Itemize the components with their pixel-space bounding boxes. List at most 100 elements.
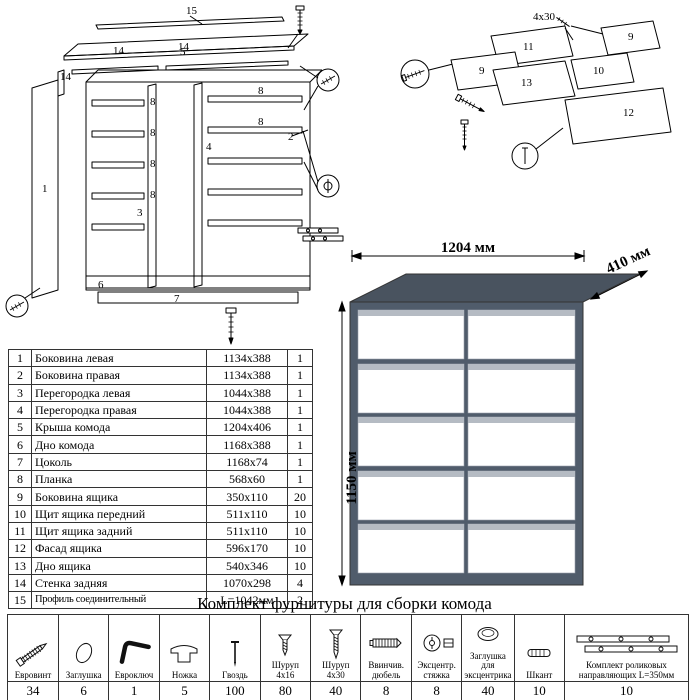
drawer-slide-icon xyxy=(297,227,344,242)
part-label-3: 3 xyxy=(137,207,143,219)
drawer-side-panel-shape xyxy=(600,20,661,56)
hw-name: Евровинт xyxy=(14,669,52,680)
part-label-8: 8 xyxy=(150,189,156,201)
hw-name: Шкант xyxy=(526,669,553,680)
part-qty: 1 xyxy=(287,348,313,368)
part-label-8: 8 xyxy=(150,96,156,108)
hw-qty: 6 xyxy=(57,681,110,700)
part-label-1: 1 xyxy=(42,183,48,195)
part-number: 2 xyxy=(8,366,32,385)
part-label-9: 9 xyxy=(479,65,485,77)
part-label-14: 14 xyxy=(60,71,72,83)
part-qty: 10 xyxy=(287,504,313,523)
cabinet-structure xyxy=(5,5,344,345)
part-size: 596x170 xyxy=(206,539,288,558)
part-qty: 1 xyxy=(287,400,313,420)
part-qty: 1 xyxy=(287,452,313,472)
connector-profile-shape xyxy=(95,16,285,30)
hw-name: Эксцентр. стяжка xyxy=(417,660,456,680)
part-size: 1204x406 xyxy=(206,418,288,437)
screw-callout-circle xyxy=(400,59,454,89)
hw-cell-slides: Комплект роликовых направляющих L=350мм xyxy=(564,613,689,683)
hw-name: Евроключ xyxy=(114,669,154,680)
part-label-15: 15 xyxy=(186,5,198,17)
hw-name: Шуруп 4x30 xyxy=(322,660,350,680)
part-size: 1070x298 xyxy=(206,573,288,593)
hw-cell-shurup-4x16: Шуруп 4x16 xyxy=(259,613,312,683)
part-size: L=1042мм xyxy=(206,591,288,610)
part-name: Щит ящика передний xyxy=(31,504,207,523)
part-name: Перегородка правая xyxy=(31,400,207,420)
part-qty: 10 xyxy=(287,556,313,575)
hw-qty: 100 xyxy=(209,681,261,700)
hw-cell-cam-cap: Заглушка для эксцентрика xyxy=(461,613,515,683)
nail-callout-circle xyxy=(511,127,564,170)
carcass-shape xyxy=(85,81,311,291)
part-qty: 1 xyxy=(287,383,313,402)
screw-4x16-icon xyxy=(262,625,309,661)
hw-qty: 5 xyxy=(158,681,211,700)
screw-icon xyxy=(460,119,469,151)
hw-name: Заглушка для эксцентрика xyxy=(464,651,512,680)
part-label-14: 14 xyxy=(113,45,125,57)
hardware-items-row: Евровинт Заглушка Евроключ xyxy=(7,613,689,683)
part-number: 12 xyxy=(8,539,32,558)
part-size: 540x346 xyxy=(206,556,288,575)
hw-qty: 8 xyxy=(410,681,463,700)
hardware-table: Евровинт Заглушка Евроключ xyxy=(7,613,689,700)
confirmat-screw-icon xyxy=(9,635,57,671)
width-dimension-label: 1204 мм xyxy=(441,240,495,256)
screw-in-dowel-icon xyxy=(362,625,409,661)
hw-qty: 10 xyxy=(513,681,566,700)
drawer-exploded-diagram: 11 9 9 13 10 12 4x30 xyxy=(400,11,672,170)
hw-cell-shkant: Шкант xyxy=(513,613,566,683)
part-number: 4 xyxy=(8,400,32,420)
hw-cell-nozhka: Ножка xyxy=(158,613,211,683)
part-qty: 2 xyxy=(287,591,313,610)
part-qty: 1 xyxy=(287,470,313,489)
part-qty: 10 xyxy=(287,521,313,541)
part-number: 7 xyxy=(8,452,32,472)
hw-qty: 40 xyxy=(461,681,515,700)
part-size: 1168x74 xyxy=(206,452,288,472)
dresser-dimension-drawing: 1204 мм 410 мм 1150 мм xyxy=(338,240,653,587)
part-label-11: 11 xyxy=(523,41,534,53)
part-size: 350x110 xyxy=(206,487,288,506)
hw-qty: 10 xyxy=(564,681,689,700)
part-size: 511x110 xyxy=(206,521,288,541)
screw-icon xyxy=(556,17,570,27)
part-qty: 1 xyxy=(287,366,313,385)
height-dimension-label: 1150 мм xyxy=(344,451,360,504)
hw-qty: 34 xyxy=(7,681,59,700)
part-size: 1044x388 xyxy=(206,400,288,420)
part-label-12: 12 xyxy=(623,107,634,119)
part-label-8: 8 xyxy=(150,127,156,139)
part-label-14: 14 xyxy=(178,41,190,53)
part-number: 5 xyxy=(8,418,32,437)
part-qty: 10 xyxy=(287,539,313,558)
part-size: 511x110 xyxy=(206,504,288,523)
part-name: Крыша комода xyxy=(31,418,207,437)
part-qty: 4 xyxy=(287,573,313,593)
part-size: 1134x388 xyxy=(206,348,288,368)
part-number: 11 xyxy=(8,521,32,541)
part-label-8: 8 xyxy=(150,158,156,170)
drawer-structure xyxy=(400,17,672,170)
height-dimension xyxy=(338,300,346,587)
part-name: Перегородка левая xyxy=(31,383,207,402)
part-number: 1 xyxy=(8,348,32,368)
hw-cell-zaglushka: Заглушка xyxy=(57,613,110,683)
part-number: 13 xyxy=(8,556,32,575)
cam-callout-circle xyxy=(302,130,340,198)
hw-cell-gvozd: Гвоздь xyxy=(209,613,261,683)
hw-cell-dowel-screw: Ввинчив. дюбель xyxy=(360,613,412,683)
hw-name: Комплект роликовых направляющих L=350мм xyxy=(578,660,675,680)
hw-cell-eurovint: Евровинт xyxy=(7,613,59,683)
part-label-6: 6 xyxy=(98,279,104,291)
part-qty: 20 xyxy=(287,487,313,506)
